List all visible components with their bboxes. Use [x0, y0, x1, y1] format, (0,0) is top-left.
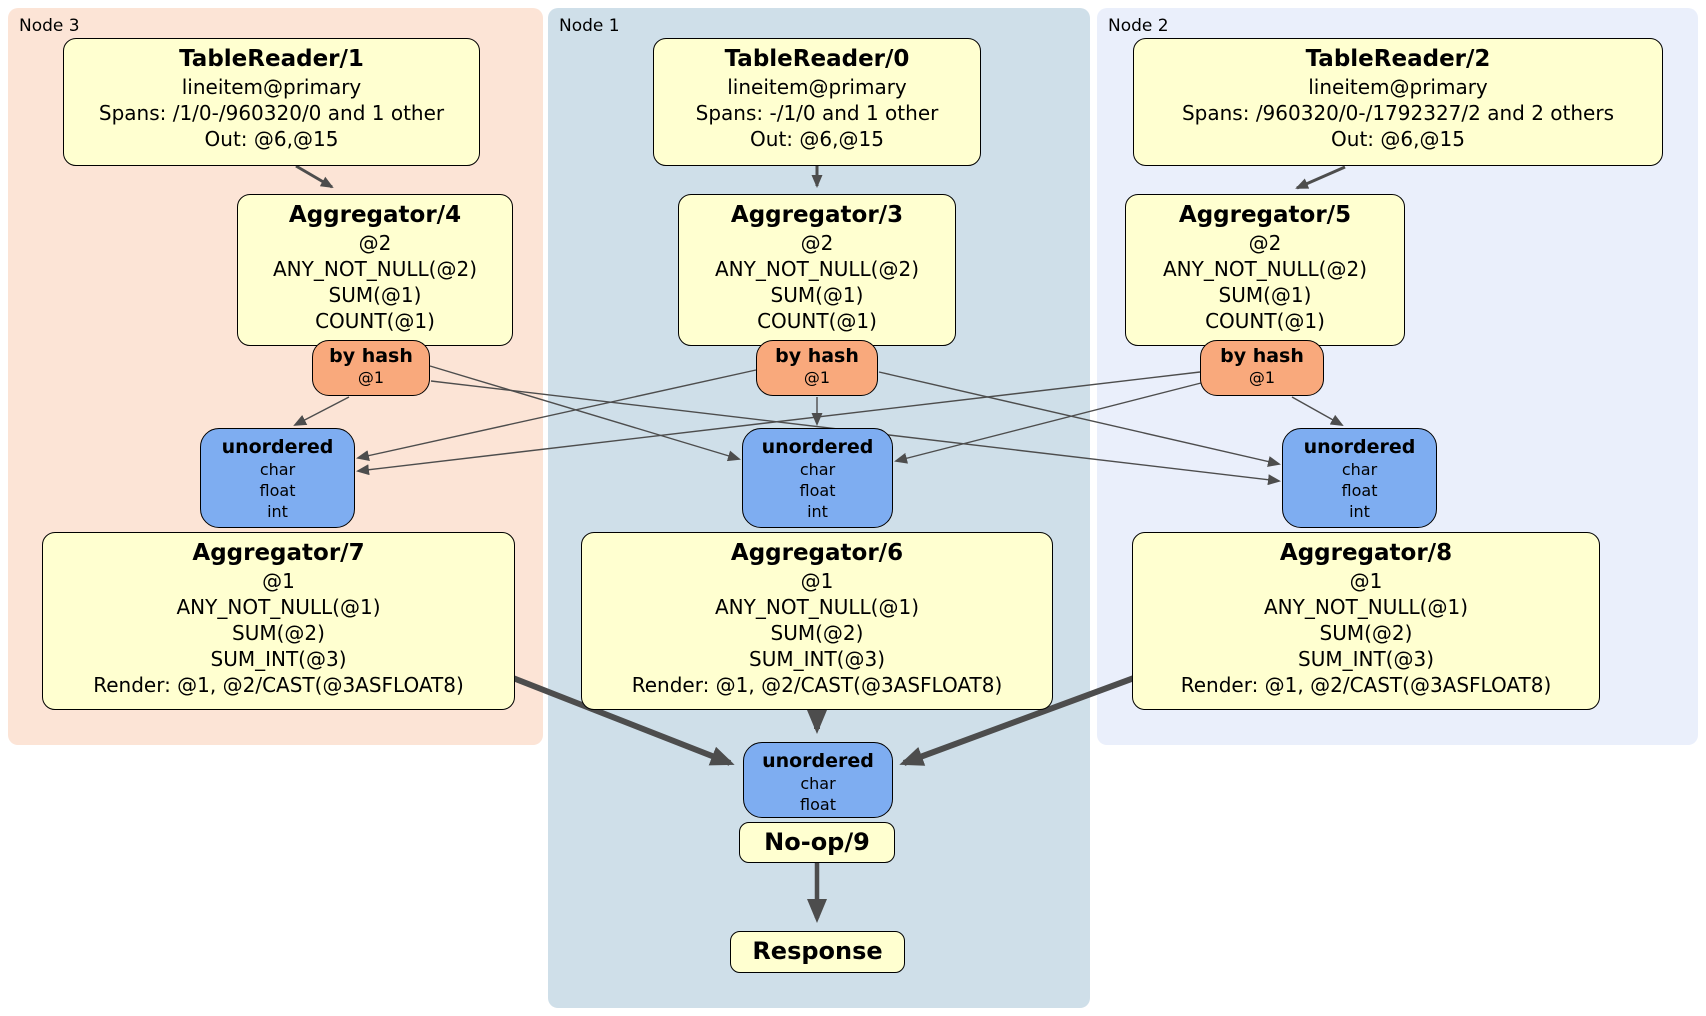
unordered-sync-node2-col1: char	[1341, 460, 1378, 479]
unordered-sync-final-col1: char	[800, 774, 836, 793]
aggregator-4-box: Aggregator/4 @2 ANY_NOT_NULL(@2) SUM(@1)…	[237, 194, 513, 346]
tablereader-1-out: Out: @6,@15	[204, 127, 339, 151]
aggregator-8-fn3: SUM_INT(@3)	[1298, 647, 1434, 671]
unordered-sync-node3-title: unordered	[221, 436, 334, 458]
response-box: Response	[730, 931, 905, 973]
aggregator-4-fn2: SUM(@1)	[328, 283, 422, 307]
aggregator-5-group: @2	[1248, 231, 1282, 255]
unordered-sync-final-col2: float	[800, 795, 836, 814]
hash-router-node2: by hash @1	[1200, 340, 1324, 396]
response-title: Response	[752, 937, 883, 965]
hash-router-node3: by hash @1	[312, 340, 430, 396]
aggregator-3-fn2: SUM(@1)	[770, 283, 864, 307]
tablereader-2-index: lineitem@primary	[1308, 75, 1488, 99]
unordered-sync-node2: unordered char float int	[1282, 428, 1437, 528]
unordered-sync-node1-col1: char	[799, 460, 836, 479]
unordered-sync-node3-col1: char	[259, 460, 296, 479]
aggregator-5-fn3: COUNT(@1)	[1205, 309, 1325, 333]
tablereader-0-spans: Spans: -/1/0 and 1 other	[695, 101, 939, 125]
aggregator-5-box: Aggregator/5 @2 ANY_NOT_NULL(@2) SUM(@1)…	[1125, 194, 1405, 346]
hash-router-node2-title: by hash	[1220, 345, 1304, 367]
unordered-sync-final-title: unordered	[762, 750, 874, 772]
panel-label-node3: Node 3	[19, 16, 80, 36]
tablereader-1-title: TableReader/1	[179, 46, 364, 72]
aggregator-6-group: @1	[800, 569, 834, 593]
aggregator-4-group: @2	[358, 231, 392, 255]
unordered-sync-node1-title: unordered	[761, 436, 874, 458]
hash-router-node3-key: @1	[357, 368, 385, 387]
tablereader-2-spans: Spans: /960320/0-/1792327/2 and 2 others	[1181, 101, 1614, 125]
aggregator-3-box: Aggregator/3 @2 ANY_NOT_NULL(@2) SUM(@1)…	[678, 194, 956, 346]
tablereader-1-index: lineitem@primary	[181, 75, 362, 99]
tablereader-0-index: lineitem@primary	[727, 75, 907, 99]
hash-router-node2-key: @1	[1248, 368, 1276, 387]
tablereader-0-out: Out: @6,@15	[750, 127, 884, 151]
aggregator-6-title: Aggregator/6	[730, 540, 904, 566]
tablereader-2-out: Out: @6,@15	[1331, 127, 1465, 151]
aggregator-8-fn2: SUM(@2)	[1319, 621, 1413, 645]
unordered-sync-final: unordered char float	[743, 742, 893, 818]
aggregator-4-title: Aggregator/4	[288, 202, 462, 228]
aggregator-4-fn1: ANY_NOT_NULL(@2)	[273, 257, 477, 281]
aggregator-7-fn2: SUM(@2)	[232, 621, 325, 645]
tablereader-0-box: TableReader/0 lineitem@primary Spans: -/…	[653, 38, 981, 166]
aggregator-6-fn1: ANY_NOT_NULL(@1)	[715, 595, 919, 619]
aggregator-8-render: Render: @1, @2/CAST(@3ASFLOAT8)	[1180, 673, 1552, 697]
aggregator-6-fn2: SUM(@2)	[770, 621, 864, 645]
panel-label-node2: Node 2	[1108, 16, 1169, 36]
aggregator-5-fn1: ANY_NOT_NULL(@2)	[1163, 257, 1367, 281]
aggregator-6-render: Render: @1, @2/CAST(@3ASFLOAT8)	[631, 673, 1003, 697]
tablereader-1-spans: Spans: /1/0-/960320/0 and 1 other	[98, 101, 445, 125]
aggregator-7-box: Aggregator/7 @1 ANY_NOT_NULL(@1) SUM(@2)…	[42, 532, 515, 710]
aggregator-3-group: @2	[800, 231, 834, 255]
panel-label-node1: Node 1	[559, 16, 620, 36]
noop-box: No-op/9	[739, 822, 895, 863]
aggregator-6-box: Aggregator/6 @1 ANY_NOT_NULL(@1) SUM(@2)…	[581, 532, 1053, 710]
tablereader-1-box: TableReader/1 lineitem@primary Spans: /1…	[63, 38, 480, 166]
unordered-sync-node2-col2: float	[1341, 481, 1378, 500]
aggregator-8-group: @1	[1349, 569, 1383, 593]
tablereader-2-box: TableReader/2 lineitem@primary Spans: /9…	[1133, 38, 1663, 166]
hash-router-node1-title: by hash	[775, 345, 859, 367]
aggregator-8-box: Aggregator/8 @1 ANY_NOT_NULL(@1) SUM(@2)…	[1132, 532, 1600, 710]
aggregator-3-title: Aggregator/3	[730, 202, 904, 228]
tablereader-2-title: TableReader/2	[1305, 46, 1491, 72]
hash-router-node1: by hash @1	[756, 340, 878, 396]
aggregator-6-fn3: SUM_INT(@3)	[749, 647, 885, 671]
unordered-sync-node1: unordered char float int	[742, 428, 893, 528]
aggregator-7-fn3: SUM_INT(@3)	[210, 647, 347, 671]
noop-title: No-op/9	[764, 828, 870, 856]
aggregator-7-fn1: ANY_NOT_NULL(@1)	[176, 595, 381, 619]
unordered-sync-node3-col2: float	[259, 481, 296, 500]
aggregator-3-fn3: COUNT(@1)	[757, 309, 877, 333]
aggregator-7-render: Render: @1, @2/CAST(@3ASFLOAT8)	[93, 673, 464, 697]
tablereader-0-title: TableReader/0	[724, 46, 910, 72]
aggregator-8-title: Aggregator/8	[1279, 540, 1453, 566]
aggregator-8-fn1: ANY_NOT_NULL(@1)	[1264, 595, 1468, 619]
unordered-sync-node3: unordered char float int	[200, 428, 355, 528]
unordered-sync-node2-col3: int	[1349, 502, 1370, 521]
unordered-sync-node3-col3: int	[267, 502, 288, 521]
hash-router-node1-key: @1	[803, 368, 831, 387]
aggregator-4-fn3: COUNT(@1)	[315, 309, 435, 333]
aggregator-5-fn2: SUM(@1)	[1218, 283, 1312, 307]
aggregator-5-title: Aggregator/5	[1178, 202, 1352, 228]
unordered-sync-node1-col2: float	[799, 481, 836, 500]
unordered-sync-node1-col3: int	[807, 502, 828, 521]
aggregator-7-group: @1	[262, 569, 295, 593]
unordered-sync-node2-title: unordered	[1303, 436, 1416, 458]
hash-router-node3-title: by hash	[329, 345, 413, 367]
aggregator-7-title: Aggregator/7	[192, 540, 365, 566]
aggregator-3-fn1: ANY_NOT_NULL(@2)	[715, 257, 919, 281]
